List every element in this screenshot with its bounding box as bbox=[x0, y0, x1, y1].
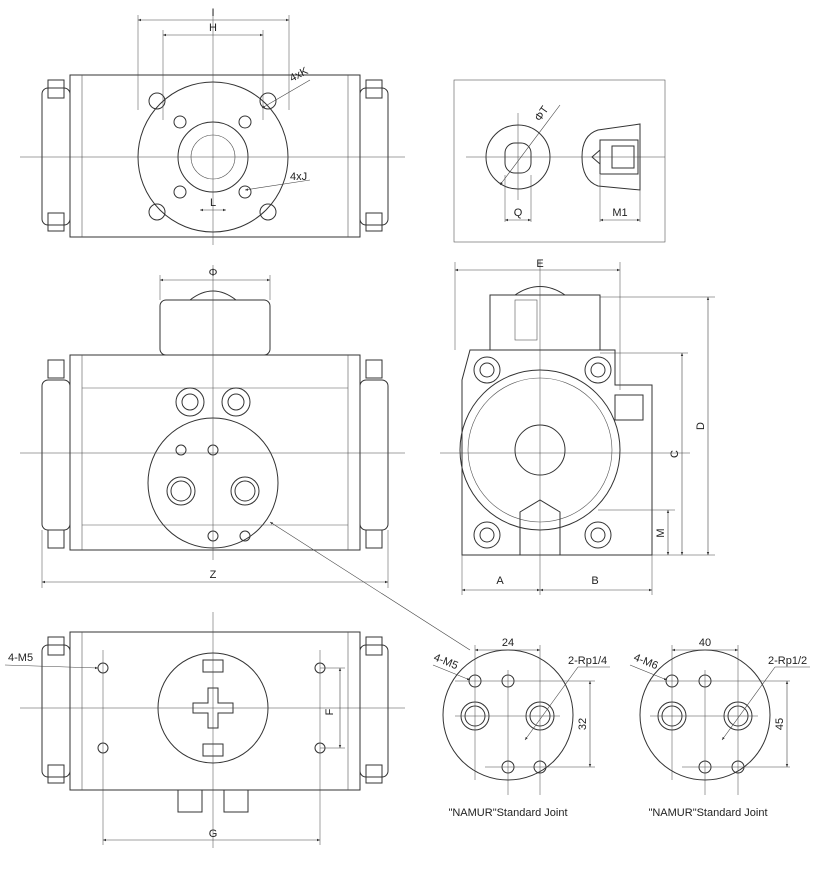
dim-d-label: D bbox=[695, 422, 707, 430]
namur-1-ports: 2-Rp1/4 bbox=[568, 655, 607, 667]
dim-c-label: C bbox=[669, 450, 681, 458]
dim-b-label: B bbox=[591, 575, 598, 587]
dim-m1-label: M1 bbox=[612, 207, 627, 219]
bolt-j-label: 4xJ bbox=[290, 171, 307, 183]
namur-2-ports: 2-Rp1/2 bbox=[768, 655, 807, 667]
dia-t-label: ΦT bbox=[533, 104, 552, 124]
namur-2-height: 45 bbox=[774, 718, 786, 730]
namur-1-caption: "NAMUR"Standard Joint bbox=[448, 807, 567, 819]
namur-joint-1: 24 32 4-M5 2-Rp1/4 "NAMUR"Standard Joint bbox=[432, 637, 610, 819]
dia-label: Φ bbox=[209, 267, 218, 279]
dim-e-label: E bbox=[536, 258, 543, 270]
dim-h-label: H bbox=[209, 22, 217, 34]
namur-1-height: 32 bbox=[577, 718, 589, 730]
dim-i-label: I bbox=[211, 7, 214, 19]
namur-1-spacing: 24 bbox=[502, 637, 514, 649]
namur-2-caption: "NAMUR"Standard Joint bbox=[648, 807, 767, 819]
namur-1-bolts: 4-M5 bbox=[432, 652, 460, 673]
dim-q-label: Q bbox=[514, 207, 523, 219]
side-view: E D C M A B bbox=[440, 258, 715, 595]
detail-view: ΦT Q M1 bbox=[453, 79, 666, 243]
thread-label: 4-M5 bbox=[8, 652, 33, 664]
namur-joint-2: 40 45 4-M6 2-Rp1/2 "NAMUR"Standard Joint bbox=[629, 637, 810, 819]
dim-m-label: M bbox=[655, 528, 667, 537]
dim-l-label: L bbox=[210, 197, 216, 209]
front-view: Φ Z bbox=[20, 265, 471, 651]
top-view: I H 4xK 4xJ L bbox=[20, 7, 405, 245]
dim-z-label: Z bbox=[210, 569, 217, 581]
dim-a-label: A bbox=[496, 575, 504, 587]
dim-g-label: G bbox=[209, 828, 218, 840]
namur-2-bolts: 4-M6 bbox=[632, 652, 660, 673]
namur-2-spacing: 40 bbox=[699, 637, 711, 649]
dim-f-label: F bbox=[324, 708, 336, 715]
bottom-view: F G 4-M5 bbox=[4, 612, 405, 848]
